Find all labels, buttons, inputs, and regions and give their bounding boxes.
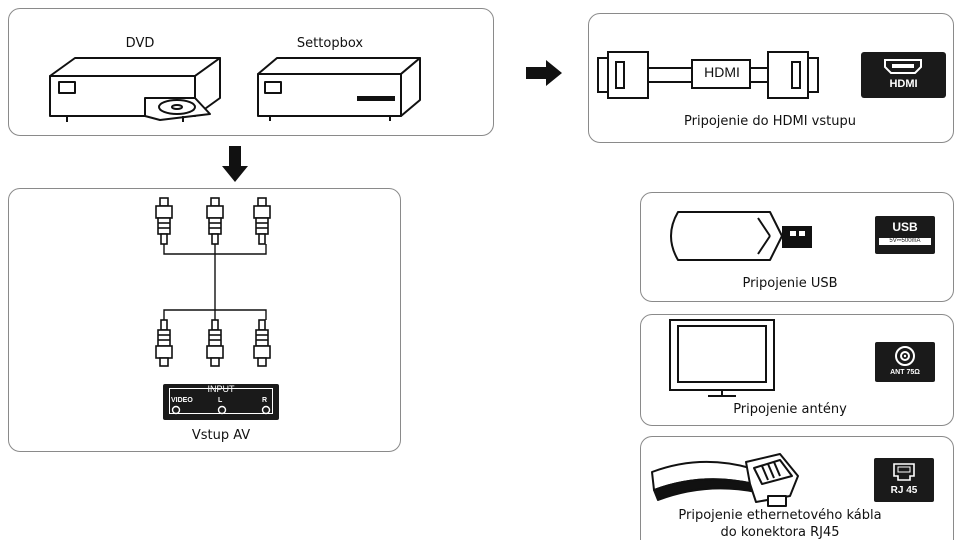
ethernet-caption-line2: do konektora RJ45 <box>720 525 840 540</box>
usb-stick-icon <box>670 211 812 261</box>
usb-caption: Pripojenie USB <box>742 276 838 291</box>
dvd-label: DVD <box>125 36 155 51</box>
antenna-caption: Pripojenie antény <box>733 402 847 417</box>
ethernet-cable-icon <box>651 453 799 507</box>
usb-port-badge: USB 5V⎓500mA <box>875 216 935 254</box>
coax-port-icon <box>895 346 915 366</box>
av-caption: Vstup AV <box>191 428 251 443</box>
av-jacks-icon <box>171 405 271 415</box>
ethernet-caption-line1: Pripojenie ethernetového kábla <box>678 508 882 523</box>
av-l-label: L <box>218 397 223 404</box>
av-input-block: INPUT VIDEO L R <box>163 384 279 420</box>
hdmi-port-badge: HDMI <box>861 52 946 98</box>
ethernet-port-text: RJ 45 <box>890 485 918 496</box>
hdmi-port-icon <box>884 59 922 74</box>
antenna-port-text: ANT 75Ω <box>890 369 920 376</box>
hdmi-caption: Pripojenie do HDMI vstupu <box>684 114 856 129</box>
rca-cables-icon <box>155 197 271 367</box>
av-r-label: R <box>262 397 268 404</box>
av-input-title: INPUT <box>207 384 235 394</box>
dvd-player-icon <box>49 57 221 122</box>
hdmi-port-text: HDMI <box>889 78 918 90</box>
hdmi-cable-icon <box>597 51 819 99</box>
av-video-label: VIDEO <box>171 397 193 404</box>
arrow-right-icon <box>526 60 562 86</box>
settopbox-icon <box>257 57 421 121</box>
usb-port-sub: 5V⎓500mA <box>879 238 931 245</box>
usb-port-title: USB <box>892 220 918 234</box>
ethernet-port-badge: RJ 45 <box>874 458 934 502</box>
arrow-down-icon <box>222 146 248 182</box>
rj45-port-icon <box>893 463 915 481</box>
settopbox-label: Settopbox <box>296 36 364 51</box>
tv-icon <box>669 319 775 397</box>
antenna-port-badge: ANT 75Ω <box>875 342 935 382</box>
hdmi-cable-text: HDMI <box>704 64 740 80</box>
